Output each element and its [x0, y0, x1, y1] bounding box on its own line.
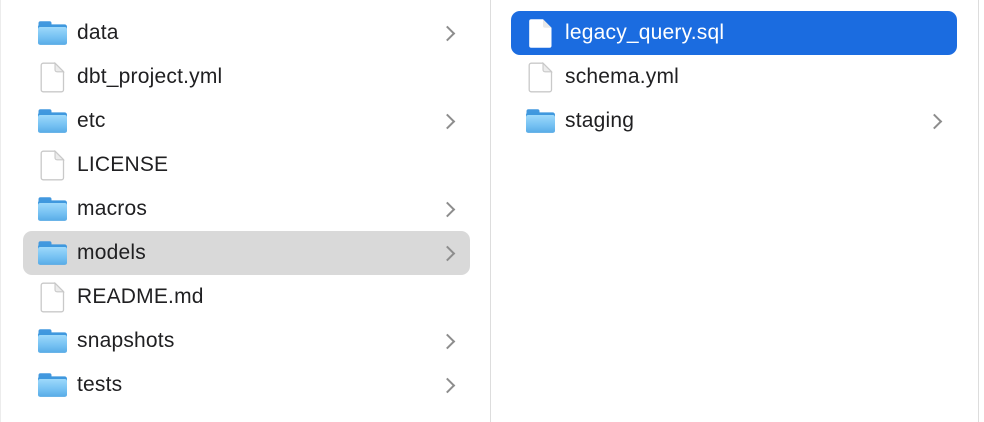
folder-icon: [37, 193, 68, 225]
list-item[interactable]: staging: [511, 99, 957, 143]
list-item[interactable]: schema.yml: [511, 55, 957, 99]
folder-icon: [37, 105, 68, 137]
folder-icon: [37, 237, 68, 269]
list-item[interactable]: dbt_project.yml: [23, 55, 470, 99]
file-icon: [37, 61, 68, 93]
chevron-right-icon: [926, 113, 943, 129]
chevron-right-icon: [439, 201, 456, 217]
chevron-right-icon: [439, 113, 456, 129]
file-icon: [525, 17, 556, 49]
list-item[interactable]: legacy_query.sql: [511, 11, 957, 55]
list-item[interactable]: README.md: [23, 275, 470, 319]
chevron-right-icon: [439, 333, 456, 349]
folder-icon: [37, 17, 68, 49]
item-label: dbt_project.yml: [77, 65, 223, 88]
file-icon: [37, 281, 68, 313]
item-label: schema.yml: [565, 65, 680, 88]
item-label: models: [77, 241, 146, 264]
list-item[interactable]: etc: [23, 99, 470, 143]
item-label: legacy_query.sql: [565, 21, 725, 44]
item-label: macros: [77, 197, 148, 220]
item-label: data: [77, 21, 119, 44]
folder-icon: [37, 325, 68, 357]
finder-column-models: legacy_query.sql schema.yml: [491, 0, 979, 422]
item-label: tests: [77, 373, 123, 396]
folder-icon: [525, 105, 556, 137]
folder-icon: [37, 369, 68, 401]
item-label: README.md: [77, 285, 204, 308]
chevron-right-icon: [439, 377, 456, 393]
item-label: LICENSE: [77, 153, 169, 176]
list-item[interactable]: snapshots: [23, 319, 470, 363]
list-item[interactable]: LICENSE: [23, 143, 470, 187]
file-icon: [525, 61, 556, 93]
list-item[interactable]: macros: [23, 187, 470, 231]
file-icon: [37, 149, 68, 181]
chevron-right-icon: [439, 245, 456, 261]
list-item[interactable]: models: [23, 231, 470, 275]
item-label: snapshots: [77, 329, 175, 352]
finder-column-parent: data dbt_project.yml: [1, 0, 491, 422]
item-label: etc: [77, 109, 106, 132]
list-item[interactable]: tests: [23, 363, 470, 407]
item-label: staging: [565, 109, 635, 132]
chevron-right-icon: [439, 25, 456, 41]
list-item[interactable]: data: [23, 11, 470, 55]
